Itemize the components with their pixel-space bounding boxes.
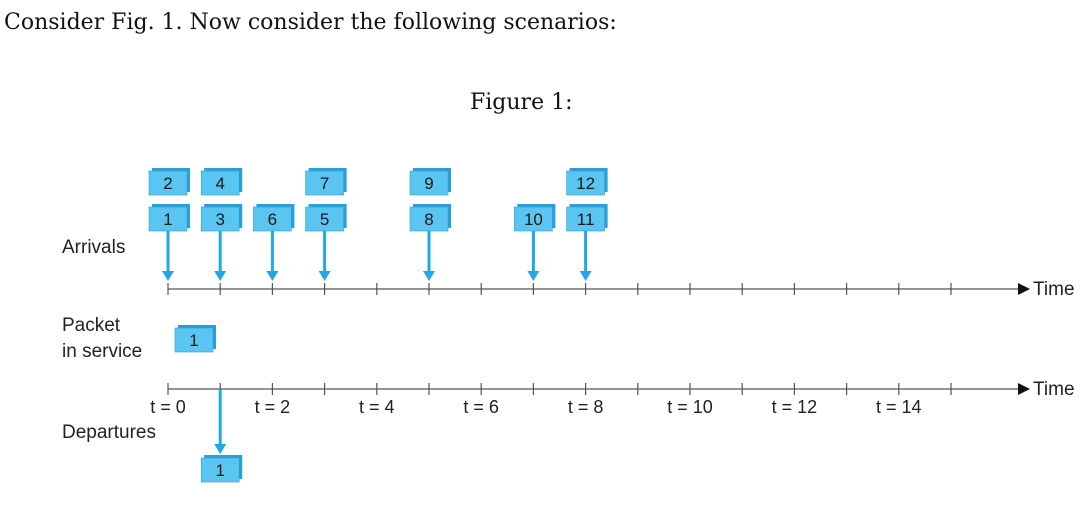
in-service-packet: 1 — [174, 325, 216, 353]
arrival-packet: 10 — [514, 204, 556, 232]
time-tick-label: t = 8 — [568, 397, 604, 417]
packet-number: 3 — [215, 210, 224, 229]
packet-number: 7 — [320, 174, 329, 193]
departure-arrow-head-icon — [214, 444, 227, 454]
arrival-arrow-head-icon — [527, 271, 540, 281]
time-tick-label: t = 14 — [876, 397, 922, 417]
arrival-packet: 4 — [200, 168, 243, 196]
packet-front-face — [409, 170, 449, 196]
time-tick-label: t = 4 — [359, 397, 395, 417]
time-tick-label: t = 12 — [772, 397, 818, 417]
packet-front-face — [409, 206, 449, 232]
packet-front-face — [305, 170, 344, 196]
packet-front-face — [566, 206, 605, 232]
packet-front-face — [305, 206, 344, 232]
packet-number: 4 — [215, 174, 224, 193]
packet-front-face — [253, 206, 292, 232]
packet-front-face — [200, 457, 240, 483]
arrival-axis-arrow-icon — [1018, 283, 1030, 295]
packet-number: 1 — [189, 331, 198, 350]
packet-number: 9 — [424, 174, 433, 193]
packet-front-face — [200, 206, 240, 232]
arrival-packet: 3 — [200, 204, 243, 232]
departures-label: Departures — [62, 422, 156, 443]
packet-number: 12 — [576, 174, 595, 193]
time-tick-label: t = 0 — [150, 397, 186, 417]
time-label-bottom: Time — [1033, 379, 1075, 400]
packet-front-face — [566, 170, 605, 196]
time-tick-label: t = 2 — [255, 397, 291, 417]
time-tick-label: t = 10 — [667, 397, 713, 417]
arrival-packet: 12 — [566, 168, 608, 196]
arrival-packet: 5 — [305, 204, 347, 232]
arrival-arrow-head-icon — [318, 271, 331, 281]
arrival-arrow-head-icon — [423, 271, 435, 281]
packet-number: 5 — [320, 210, 329, 229]
packet-number: 8 — [424, 210, 433, 229]
arrival-packet: 9 — [409, 168, 451, 196]
time-tick-label: t = 6 — [463, 397, 499, 417]
arrivals-label: Arrivals — [62, 237, 125, 258]
intro-text: Consider Fig. 1. Now consider the follow… — [4, 10, 617, 35]
departure-axis-arrow-icon — [1018, 383, 1030, 395]
packet-number: 6 — [268, 210, 277, 229]
arrival-arrow-head-icon — [162, 271, 174, 281]
arrival-arrow-head-icon — [266, 271, 279, 281]
arrival-packet: 1 — [148, 204, 190, 232]
packet-number: 11 — [577, 210, 595, 229]
packet-number: 1 — [163, 210, 172, 229]
packet-number: 1 — [215, 461, 224, 480]
packet-front-face — [514, 206, 553, 232]
packet-front-face — [174, 327, 214, 353]
packet-number: 10 — [524, 210, 543, 229]
arrival-arrow-head-icon — [214, 271, 227, 281]
packet-front-face — [200, 170, 240, 196]
packet-front-face — [148, 206, 188, 232]
departure-packet: 1 — [200, 455, 243, 483]
packet-number: 2 — [163, 174, 172, 193]
arrival-packet: 11 — [566, 204, 608, 232]
arrival-packet: 6 — [253, 204, 295, 232]
arrival-packet: 2 — [148, 168, 190, 196]
packet-front-face — [148, 170, 188, 196]
time-label-top: Time — [1033, 279, 1075, 300]
arrival-arrow-head-icon — [579, 271, 592, 281]
figure-title: Figure 1: — [470, 90, 573, 115]
arrival-packet: 8 — [409, 204, 451, 232]
packet-label: Packet — [62, 315, 121, 336]
arrival-packet: 7 — [305, 168, 347, 196]
in-service-label: in service — [62, 341, 142, 362]
